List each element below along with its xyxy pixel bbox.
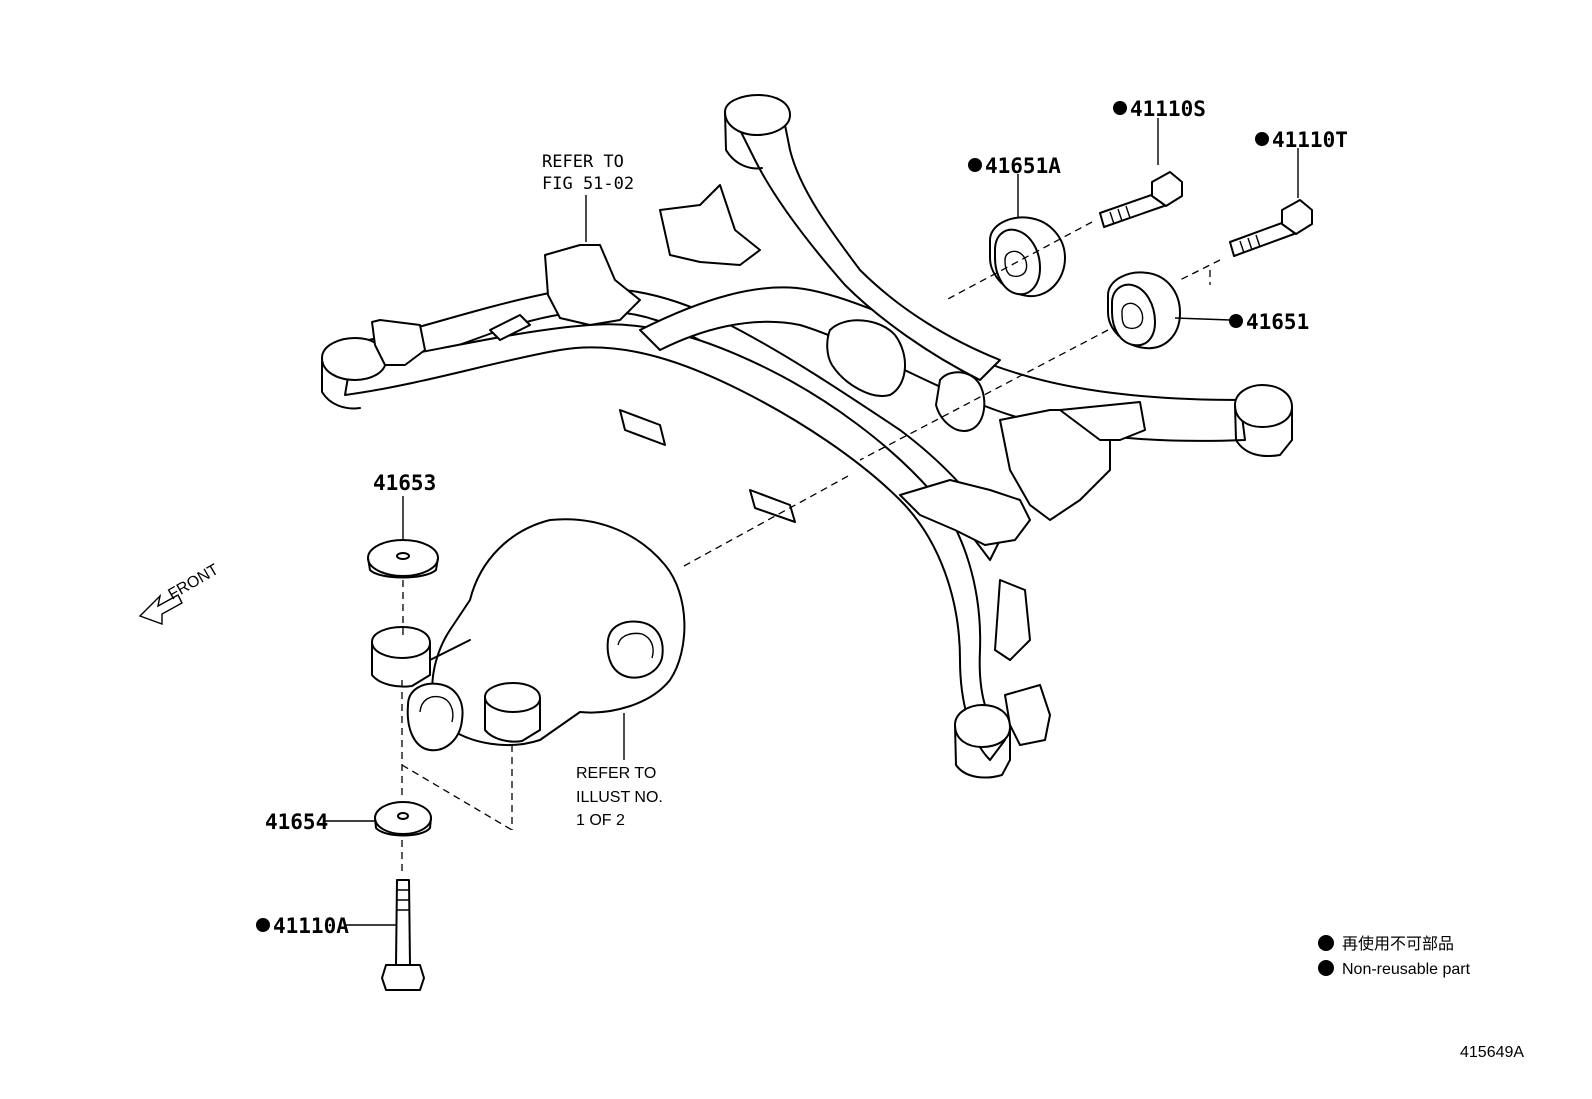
leader-lines xyxy=(323,118,1299,926)
label-41110S: 41110S xyxy=(1130,97,1206,121)
bolt-41110A xyxy=(381,879,425,991)
front-label: FRONT xyxy=(166,561,222,603)
differential-assembly xyxy=(371,518,686,752)
ref-fig-line2: FIG 51-02 xyxy=(542,174,634,194)
alignment-lines xyxy=(401,221,1221,875)
legend-dot xyxy=(1318,960,1334,976)
rear-subframe xyxy=(321,94,1293,779)
bolt-41110T xyxy=(1229,199,1313,257)
washer-41653 xyxy=(367,539,439,579)
legend-japanese: 再使用不可部品 xyxy=(1342,935,1454,953)
legend-english: Non-reusable part xyxy=(1342,961,1471,978)
non-reusable-dot xyxy=(1113,101,1127,115)
label-41110T: 41110T xyxy=(1272,128,1348,152)
label-41651A: 41651A xyxy=(985,154,1061,178)
front-direction-arrow: FRONT xyxy=(138,561,222,625)
label-41653: 41653 xyxy=(373,471,436,495)
ref-illust-line3: 1 OF 2 xyxy=(576,812,625,829)
label-41651: 41651 xyxy=(1246,310,1309,334)
label-41654: 41654 xyxy=(265,810,328,834)
non-reusable-dot xyxy=(1229,314,1243,328)
non-reusable-dot xyxy=(1255,132,1269,146)
non-reusable-dot xyxy=(968,158,982,172)
label-41110A: 41110A xyxy=(273,914,349,938)
bushing-41651 xyxy=(1107,271,1181,350)
legend-dot xyxy=(1318,935,1334,951)
diagram-id: 415649A xyxy=(1460,1044,1524,1061)
washer-41654 xyxy=(374,801,432,837)
non-reusable-dot xyxy=(256,918,270,932)
ref-illust-line2: ILLUST NO. xyxy=(576,789,663,806)
legend: 再使用不可部品 Non-reusable part xyxy=(1318,935,1471,978)
ref-illust-line1: REFER TO xyxy=(576,765,656,782)
ref-fig-line1: REFER TO xyxy=(542,152,624,172)
bolt-41110S xyxy=(1099,171,1183,228)
